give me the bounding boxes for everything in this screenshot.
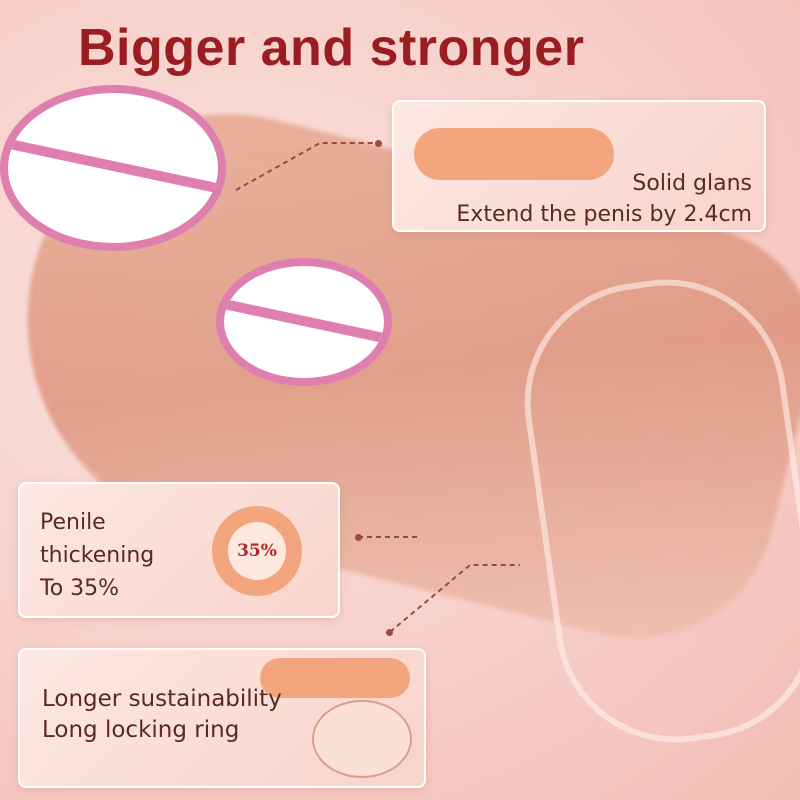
callout-line: thickening (40, 543, 155, 568)
callout-line: Longer sustainability (42, 686, 282, 712)
ring-illustration (312, 700, 412, 778)
censor-mark (216, 258, 392, 386)
percent-value: 35% (228, 522, 286, 580)
leader-dot (386, 629, 393, 636)
censor-mark (0, 85, 226, 251)
callout-line: Penile (40, 510, 106, 535)
callout-line: Long locking ring (42, 717, 240, 743)
leader-dot (375, 140, 382, 147)
percent-badge: 35% (212, 506, 302, 596)
callout-line: Extend the penis by 2.4cm (456, 202, 752, 227)
callout-locking-ring: Longer sustainability Long locking ring (18, 648, 426, 788)
callout-solid-glans: Solid glans Extend the penis by 2.4cm (392, 100, 766, 232)
callout-line: To 35% (40, 576, 120, 601)
callout-thickening: Penile thickening To 35% 35% (18, 482, 340, 618)
glans-illustration (414, 128, 614, 180)
callout-line: Solid glans (632, 171, 752, 196)
ring-illustration (260, 658, 410, 698)
headline: Bigger and stronger (78, 19, 585, 77)
leader-dot (355, 534, 362, 541)
